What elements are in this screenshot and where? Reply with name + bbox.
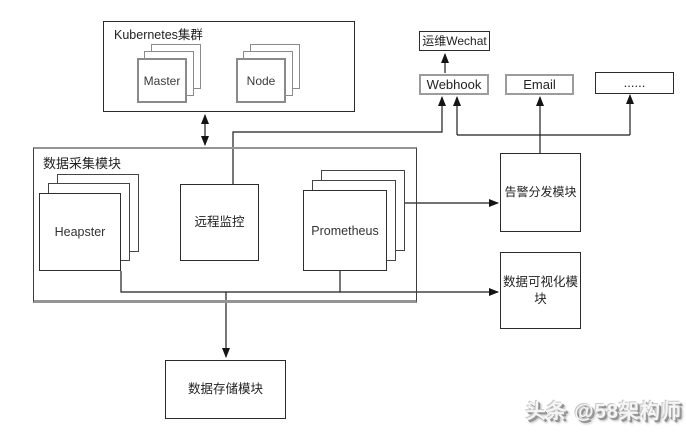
- prometheus-stack: Prometheus: [303, 170, 405, 272]
- email-box: Email: [505, 74, 574, 95]
- k8s-cluster-label: Kubernetes集群: [114, 28, 203, 42]
- data-storage-label: 数据存储模块: [187, 382, 263, 397]
- others-box: ......: [595, 72, 674, 94]
- node-label: Node: [246, 73, 276, 88]
- remote-monitor-box: 远程监控: [180, 184, 259, 261]
- k8s-cluster-group: Kubernetes集群: [103, 21, 355, 112]
- others-label: ......: [623, 75, 646, 91]
- remote-monitor-label: 远程监控: [194, 215, 245, 230]
- heapster-box: Heapster: [39, 193, 121, 271]
- data-visualization-label: 数据可视化模块: [503, 274, 579, 306]
- webhook-label: Webhook: [426, 76, 482, 92]
- data-storage-box: 数据存储模块: [165, 360, 286, 419]
- webhook-box: Webhook: [419, 74, 489, 95]
- heapster-stack: Heapster: [39, 174, 139, 272]
- data-visualization-box: 数据可视化模块: [500, 252, 581, 329]
- ops-wechat-box: 运维Wechat: [419, 31, 490, 51]
- node-stack: Node: [236, 44, 300, 104]
- node-box: Node: [236, 58, 286, 103]
- ops-wechat-label: 运维Wechat: [422, 33, 487, 48]
- email-label: Email: [523, 76, 556, 92]
- prometheus-box: Prometheus: [303, 190, 387, 271]
- alert-dispatch-box: 告警分发模块: [500, 153, 581, 232]
- alert-dispatch-label: 告警分发模块: [504, 185, 577, 200]
- master-node-box: Master: [137, 58, 187, 103]
- data-collection-label: 数据采集模块: [43, 156, 122, 171]
- data-collection-group: 数据采集模块: [33, 147, 417, 303]
- master-stack: Master: [137, 44, 201, 104]
- heapster-label: Heapster: [54, 225, 106, 239]
- master-label: Master: [143, 73, 181, 88]
- watermark: 头条 @58架构师: [525, 401, 682, 423]
- prometheus-label: Prometheus: [311, 223, 379, 238]
